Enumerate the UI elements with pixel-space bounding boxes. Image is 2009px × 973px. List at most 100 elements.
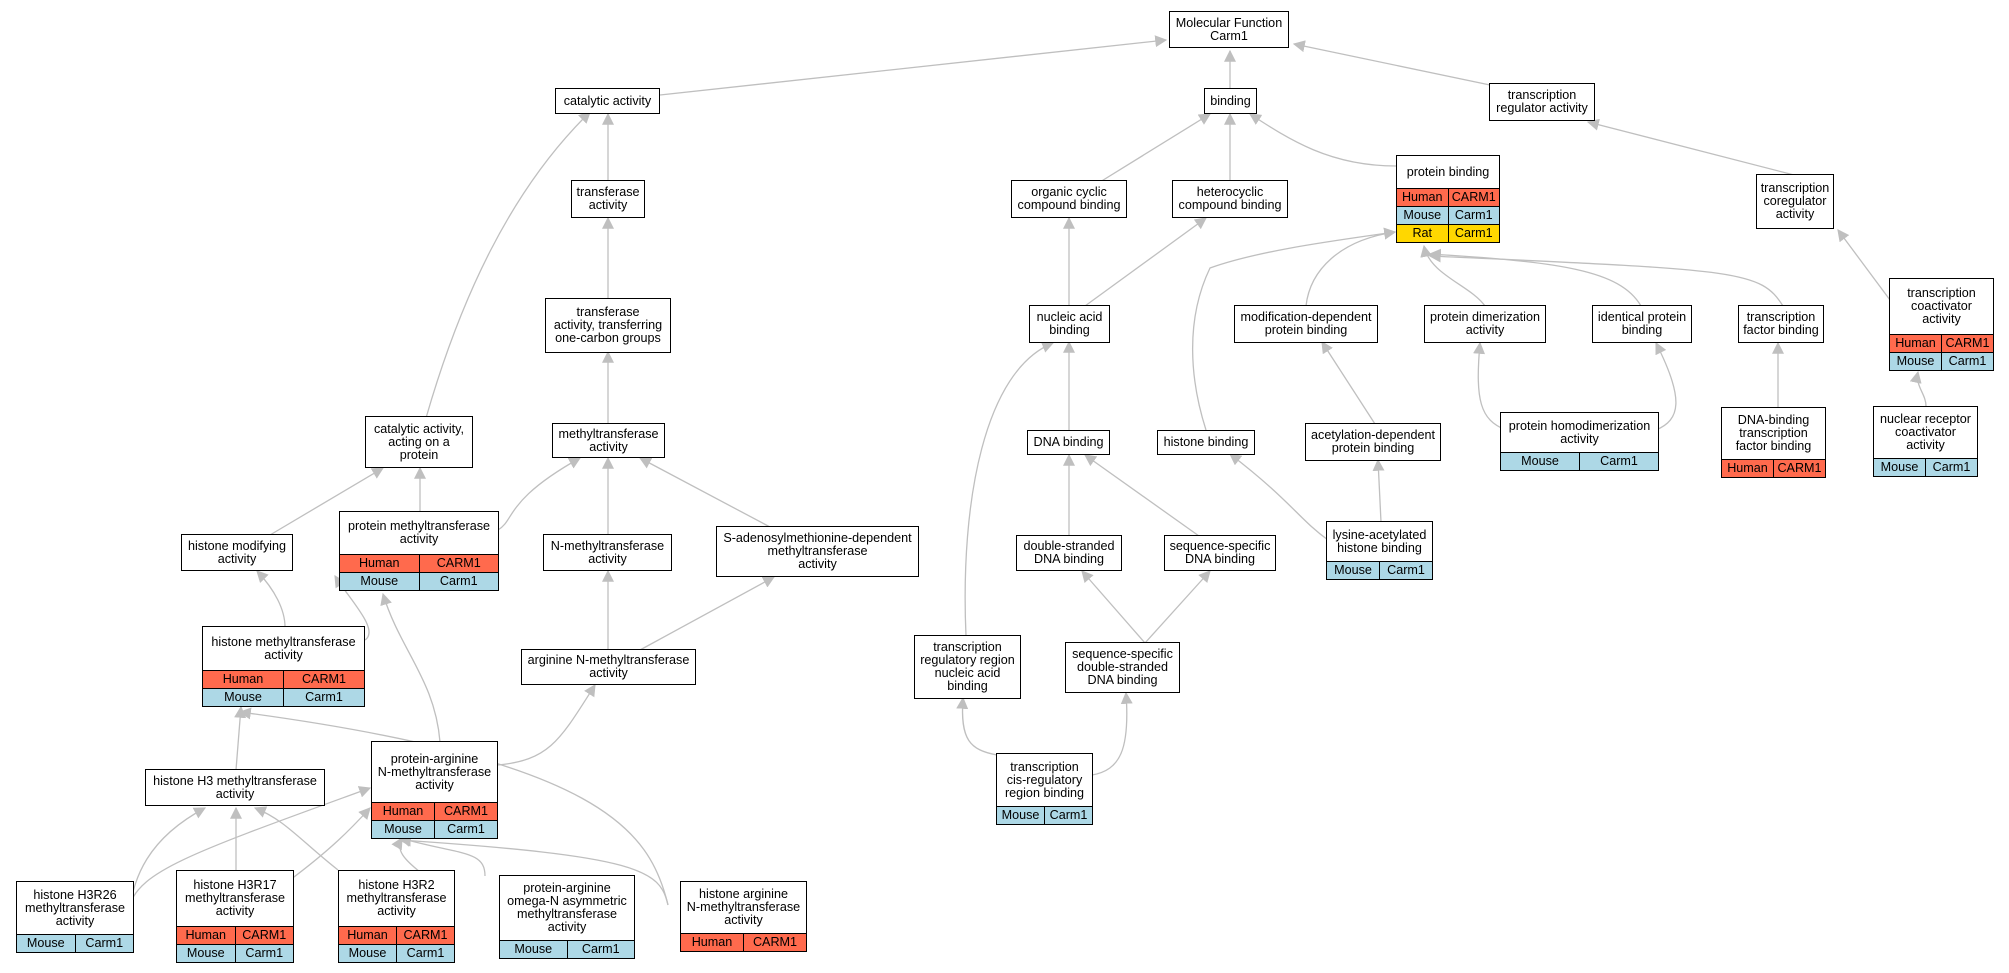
node-label-line: histone methyltransferase bbox=[211, 634, 356, 649]
node-label-line: activity bbox=[217, 551, 257, 566]
node-label-line: methyltransferase bbox=[558, 426, 659, 441]
node-label-line: regulator activity bbox=[1496, 101, 1588, 115]
node-label-line: protein binding bbox=[1331, 441, 1415, 455]
node-label-line: Carm1 bbox=[1210, 28, 1248, 43]
node-label-line: protein binding bbox=[1264, 323, 1348, 337]
node-label-line: methyltransferase bbox=[346, 891, 447, 905]
edge-histmethyl-histmod bbox=[256, 570, 286, 628]
node-label-line: protein dimerization bbox=[1430, 310, 1540, 324]
node-label-line: activity bbox=[399, 532, 439, 546]
node-histbind: histone binding bbox=[1157, 430, 1255, 455]
node-label-line: compound binding bbox=[1017, 198, 1121, 212]
node-label-line: nucleic acid bbox=[934, 666, 1001, 680]
node-label-line: histone H3 methyltransferase bbox=[153, 773, 317, 788]
edge-catalytic-mf bbox=[659, 35, 1168, 96]
node-label-line: N-methyltransferase bbox=[686, 900, 801, 914]
node-label-line: coactivator bbox=[1911, 299, 1972, 313]
edge-protarg-protmethyl bbox=[380, 592, 441, 743]
node-label-line: catalytic activity, bbox=[373, 421, 465, 436]
edge-txcis-txregnuc bbox=[956, 696, 998, 756]
edge-txregnuc-nucacid bbox=[964, 341, 1055, 637]
node-label-line: region binding bbox=[1004, 785, 1085, 800]
node-label-line: methyltransferase bbox=[184, 891, 286, 905]
node-label-line: protein-arginine bbox=[523, 881, 611, 895]
node-label-line: factor binding bbox=[1743, 323, 1819, 337]
node-label-line: coregulator bbox=[1763, 194, 1827, 208]
gene-cell: CARM1 bbox=[1941, 335, 1993, 352]
node-label-line: histone arginine bbox=[699, 887, 788, 901]
edge-organic-binding bbox=[1099, 113, 1212, 183]
node-label-line: acetylation-dependent bbox=[1311, 428, 1435, 442]
edge-moddep-protbind bbox=[1305, 227, 1397, 307]
node-dnabind: DNA binding bbox=[1027, 430, 1110, 455]
node-label-line: protein-arginine bbox=[390, 751, 479, 766]
node-label-line: activity bbox=[724, 913, 763, 927]
species-cell: Human bbox=[382, 804, 424, 818]
gene-cell: CARM1 bbox=[434, 803, 497, 820]
gene-cell: CARM1 bbox=[396, 927, 454, 944]
species-cell: Human bbox=[347, 928, 388, 942]
node-label: histone binding bbox=[1158, 431, 1254, 454]
node-label-line: activity bbox=[588, 198, 628, 212]
edge-lysacetyl-acetyldep bbox=[1372, 458, 1385, 523]
node-label-line: activity bbox=[589, 666, 628, 680]
node-label-line: double-stranded bbox=[1076, 660, 1169, 674]
gene-cell: Carm1 bbox=[1379, 562, 1432, 579]
species-cell: Mouse bbox=[1880, 460, 1919, 474]
node-label-line: organic cyclic bbox=[1031, 185, 1107, 199]
node-catalytic: catalytic activity bbox=[555, 88, 660, 114]
gene-cell: Carm1 bbox=[283, 689, 364, 706]
node-label-line: histone H3R17 bbox=[193, 878, 277, 892]
node-label-line: sequence-specific bbox=[1072, 647, 1173, 661]
species-cell: Mouse bbox=[1403, 208, 1442, 222]
node-label-line: modification-dependent bbox=[1240, 310, 1372, 324]
node-label-line: protein methyltransferase bbox=[347, 519, 491, 533]
gene-cell: Carm1 bbox=[418, 573, 499, 590]
species-row: Human CARM1 bbox=[339, 926, 454, 944]
edge-homodimer-identical bbox=[1655, 341, 1677, 431]
edge-protarg-argnmethyl bbox=[497, 683, 596, 766]
node-label-line: transcription bbox=[1507, 88, 1577, 102]
species-cell: Mouse bbox=[384, 822, 422, 836]
node-label-line: identical protein bbox=[1597, 310, 1687, 324]
species-cell: Human bbox=[222, 672, 264, 686]
gene-cell: Carm1 bbox=[396, 945, 454, 962]
edge-h3methyl-histmethyl bbox=[234, 705, 247, 771]
node-label-line: methyltransferase bbox=[767, 544, 868, 558]
node-label-line: histone binding bbox=[1163, 435, 1249, 449]
node-label-line: heterocyclic bbox=[1196, 185, 1264, 199]
node-label-line: DNA binding bbox=[1033, 435, 1104, 449]
node-label-line: activity bbox=[415, 777, 454, 792]
edge-h3r26-protarg bbox=[129, 786, 372, 906]
edge-txcis-seqdsdna bbox=[1091, 691, 1133, 776]
species-row: Human CARM1 bbox=[372, 802, 497, 820]
species-cell: Mouse bbox=[26, 936, 65, 950]
node-label-line: activity bbox=[588, 551, 627, 566]
